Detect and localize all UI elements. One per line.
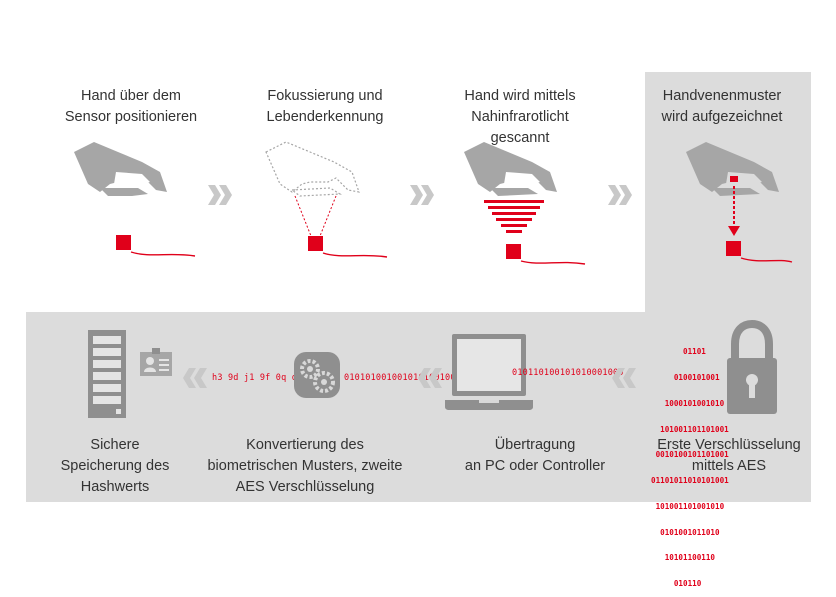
vein-pattern-record-icon	[682, 140, 802, 265]
chevron-right-icon	[608, 185, 634, 205]
chevron-right-icon	[208, 185, 234, 205]
laptop-bitstream: 010110100101010001000	[512, 368, 624, 378]
step-caption-focus: Fokussierung und Lebenderkennung	[266, 88, 384, 125]
chevron-left-icon	[610, 368, 636, 388]
step-caption-first-encryption: Erste Verschlüsselung mittels AES	[657, 437, 801, 474]
laptop-transfer-icon	[445, 334, 540, 414]
infrared-scan-icon	[460, 140, 600, 265]
gear-conversion-icon	[294, 352, 344, 402]
gear-bitstream: 010101001001010100100	[344, 373, 456, 383]
step-caption-infrared-scan: Hand wird mittels Nahinfrarotlicht gesca…	[464, 88, 576, 146]
chevron-left-icon	[181, 368, 207, 388]
step-caption-hash-storage: Sichere Speicherung des Hashwerts	[60, 437, 170, 495]
hand-over-sensor-icon	[70, 140, 210, 265]
server-storage-icon	[88, 330, 178, 420]
focus-liveness-icon	[262, 140, 402, 265]
step-caption-position-hand: Hand über dem Sensor positionieren	[64, 88, 198, 125]
step-caption-transfer: Übertragung an PC oder Controller	[464, 437, 606, 474]
chevron-left-icon	[416, 368, 442, 388]
hash-string: h3 9d j1 9f 0q o2 09 s0	[212, 373, 335, 383]
step-caption-vein-record: Handvenenmuster wird aufgezeichnet	[661, 88, 783, 125]
chevron-right-icon	[410, 185, 436, 205]
lock-encryption-icon	[725, 319, 780, 415]
bottom-process-panel	[26, 312, 811, 502]
step-caption-conversion: Konvertierung des biometrischen Musters,…	[207, 437, 403, 495]
